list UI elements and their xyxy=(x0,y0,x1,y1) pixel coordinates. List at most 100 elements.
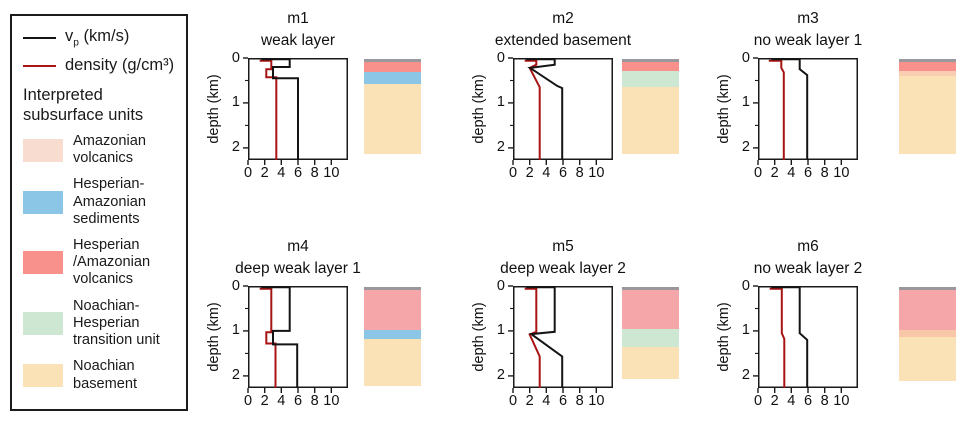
profile-plot-m5 xyxy=(508,285,613,393)
x-tick-label: 0 xyxy=(508,393,518,409)
strat-layer-noachian-basement xyxy=(899,75,956,155)
x-tick-label: 8 xyxy=(575,165,584,181)
y-tick-label: 1 xyxy=(496,322,505,339)
strat-layer-hesperian-amazonian-sediments xyxy=(364,72,421,84)
strat-layer-amazonian-volcanics xyxy=(899,329,956,338)
model-id: m2 xyxy=(552,10,574,27)
vp-line-sample xyxy=(23,36,56,39)
strat-layer-surface xyxy=(622,59,679,63)
y-tick-label: 0 xyxy=(741,277,750,294)
x-tick-label: 10 xyxy=(833,393,850,409)
x-tick-label: 2 xyxy=(260,165,269,181)
x-tick-label: 10 xyxy=(588,165,605,181)
strat-layer-noachian-hesperian-transition-unit xyxy=(622,71,679,87)
x-tick-label: 10 xyxy=(588,393,605,409)
x-tick-label: 4 xyxy=(277,393,286,409)
legend-box: vp (km/s) density (g/cm³) Interpreted su… xyxy=(10,14,188,411)
y-tick-label: 2 xyxy=(496,367,505,384)
x-tick-label: 6 xyxy=(293,165,303,181)
strat-layer-amazonian-volcanics xyxy=(899,70,956,76)
y-tick-label: 2 xyxy=(231,139,240,156)
x-tick-label: 8 xyxy=(820,393,829,409)
strat-layer-noachian-basement xyxy=(364,338,421,386)
x-tick-label: 2 xyxy=(525,165,534,181)
strat-layer-hesperian-amazonian-volcanics xyxy=(364,62,421,73)
strat-layer-noachian-basement xyxy=(622,86,679,155)
strat-layer-noachian-basement xyxy=(622,346,679,380)
strat-layer-surface xyxy=(622,287,679,290)
model-subtitle: deep weak layer 1 xyxy=(235,260,361,277)
strat-layer-hesperian-amazonian-volcanics xyxy=(364,289,421,330)
model-id: m4 xyxy=(287,238,309,255)
x-tick-label: 4 xyxy=(277,165,286,181)
y-tick-label: 1 xyxy=(741,94,750,111)
y-tick-label: 2 xyxy=(496,139,505,156)
legend-vp-entry: vp (km/s) xyxy=(23,27,180,48)
density-label: density (g/cm³) xyxy=(65,56,175,75)
y-tick-label: 0 xyxy=(231,49,240,66)
model-id: m6 xyxy=(797,238,819,255)
y-tick-label: 0 xyxy=(496,49,505,66)
unit-swatch-amazonian-volcanics xyxy=(23,138,63,162)
y-tick-label: 1 xyxy=(231,94,240,111)
y-tick-label: 0 xyxy=(741,49,750,66)
legend-density-entry: density (g/cm³) xyxy=(23,56,180,75)
profile-plot-m1 xyxy=(243,57,348,165)
strat-column-m6 xyxy=(899,287,956,382)
strat-layer-hesperian-amazonian-volcanics xyxy=(622,289,679,329)
strat-column-m4 xyxy=(364,287,421,386)
y-tick-label: 2 xyxy=(741,367,750,384)
strat-layer-hesperian-amazonian-volcanics xyxy=(622,62,679,72)
model-id: m5 xyxy=(552,238,574,255)
y-tick-label: 1 xyxy=(231,322,240,339)
x-tick-label: 0 xyxy=(753,393,763,409)
y-tick-label: 1 xyxy=(741,322,750,339)
x-tick-label: 0 xyxy=(508,165,518,181)
unit-swatch-hesperian-amazonian-sediments xyxy=(23,190,63,214)
model-subtitle: weak layer xyxy=(260,32,336,49)
profile-plot-m2 xyxy=(508,57,613,165)
profile-plot-m6 xyxy=(753,285,858,393)
density-profile xyxy=(769,287,786,388)
vp-profile xyxy=(261,58,299,160)
vp-profile xyxy=(526,286,564,388)
strat-layer-noachian-basement xyxy=(899,337,956,382)
vp-profile xyxy=(261,286,299,388)
strat-column-m1 xyxy=(364,59,421,155)
y-tick-label: 1 xyxy=(496,94,505,111)
x-tick-label: 10 xyxy=(323,393,340,409)
x-tick-label: 4 xyxy=(787,393,796,409)
x-tick-label: 2 xyxy=(770,165,779,181)
x-tick-label: 2 xyxy=(770,393,779,409)
x-tick-label: 8 xyxy=(310,165,319,181)
strat-layer-surface xyxy=(899,59,956,63)
unit-swatch-noachian-basement xyxy=(23,364,63,388)
y-tick-label: 2 xyxy=(741,139,750,156)
x-tick-label: 6 xyxy=(803,393,813,409)
x-tick-label: 6 xyxy=(293,393,303,409)
x-tick-label: 4 xyxy=(542,165,551,181)
strat-layer-hesperian-amazonian-volcanics xyxy=(899,289,956,330)
strat-layer-hesperian-amazonian-volcanics xyxy=(899,62,956,71)
profile-plot-m4 xyxy=(243,285,348,393)
y-tick-label: 0 xyxy=(231,277,240,294)
x-tick-label: 8 xyxy=(820,165,829,181)
strat-column-m2 xyxy=(622,59,679,155)
model-id: m3 xyxy=(797,10,819,27)
y-tick-label: 0 xyxy=(496,277,505,294)
x-tick-label: 2 xyxy=(260,393,269,409)
density-line-sample xyxy=(23,64,56,67)
x-tick-label: 4 xyxy=(787,165,796,181)
